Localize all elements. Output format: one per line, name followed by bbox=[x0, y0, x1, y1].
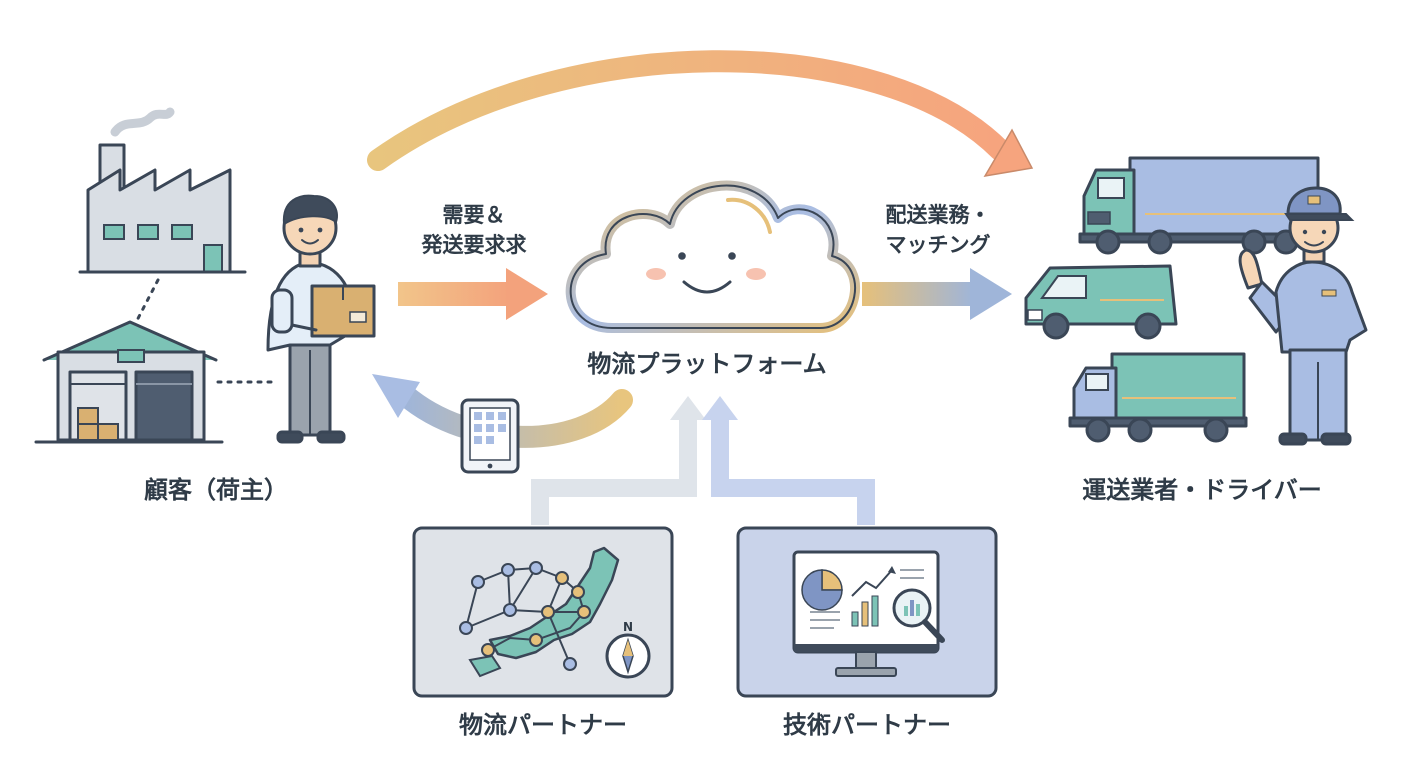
small-truck-icon bbox=[1068, 352, 1248, 443]
request-label-line1: 需要＆ bbox=[443, 203, 506, 227]
logistics-partner-panel: N bbox=[412, 526, 674, 698]
connector-factory-warehouse bbox=[130, 278, 160, 332]
arrow-delivery-matching bbox=[862, 268, 1012, 320]
delivery-van-icon bbox=[1024, 264, 1178, 340]
compass-north-letter: N bbox=[623, 620, 633, 634]
large-truck-icon bbox=[1078, 156, 1322, 255]
driver-person-waving bbox=[1238, 186, 1368, 446]
japan-network-map-icon bbox=[459, 546, 620, 678]
platform-label: 物流プラットフォーム bbox=[587, 350, 826, 378]
warehouse-icon bbox=[34, 320, 224, 444]
logistics-partner-label: 物流パートナー bbox=[459, 711, 627, 739]
tablet-icon bbox=[460, 398, 520, 474]
carrier-label: 運送業者・ドライバー bbox=[1082, 476, 1322, 504]
arrow-logistics-partner-up bbox=[531, 396, 706, 525]
customer-person-with-box bbox=[266, 194, 376, 444]
arrow-feedback-to-customer bbox=[372, 374, 633, 448]
arrow-tech-partner-up bbox=[702, 396, 875, 525]
matching-label-line2: マッチング bbox=[886, 233, 991, 257]
matching-label-line1: 配送業務・ bbox=[886, 203, 991, 227]
tech-partner-label: 技術パートナー bbox=[783, 711, 951, 739]
arrow-demand-request bbox=[398, 268, 548, 320]
tech-partner-panel bbox=[736, 526, 998, 698]
customer-label: 顧客（荷主） bbox=[144, 476, 288, 504]
factory-icon bbox=[78, 107, 247, 274]
analytics-monitor-icon bbox=[792, 550, 945, 677]
request-label-line2: 発送要求求 bbox=[421, 233, 527, 257]
compass-icon bbox=[605, 633, 651, 679]
arrow-platform-bypass-arc bbox=[367, 50, 1034, 178]
platform-cloud-icon bbox=[565, 180, 860, 333]
